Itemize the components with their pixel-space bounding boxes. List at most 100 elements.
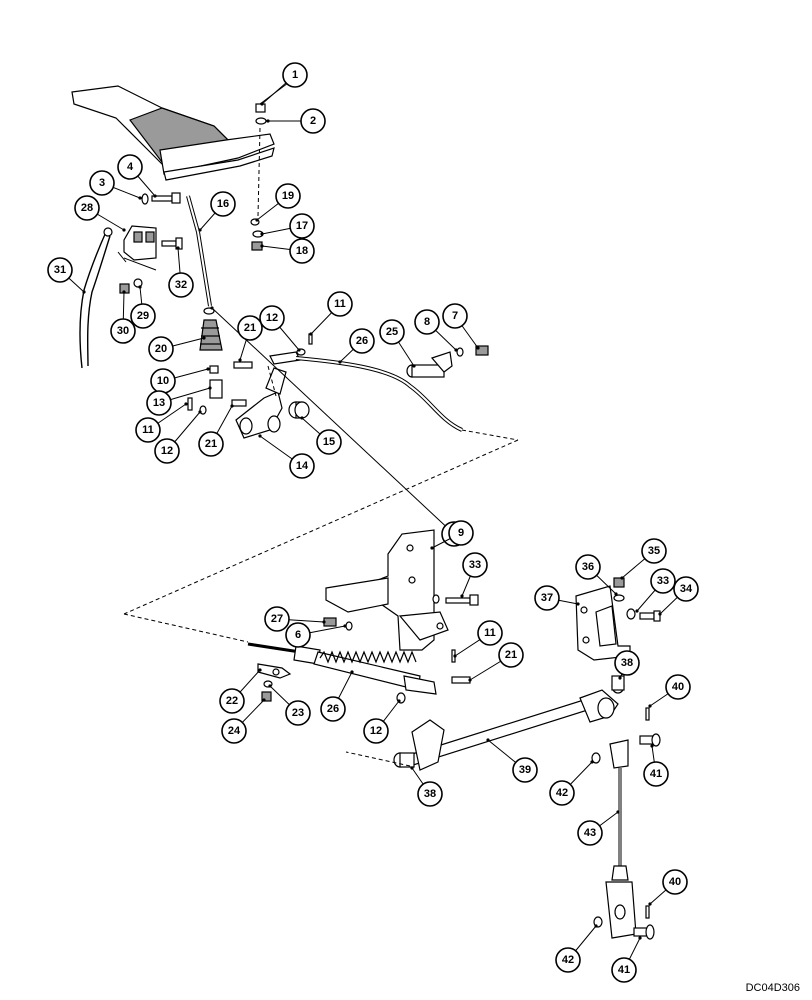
- callout-8: 8: [414, 309, 458, 352]
- leader-arrow-icon: [300, 416, 304, 420]
- callout-number: 15: [323, 436, 335, 448]
- callout-19: 19: [255, 183, 301, 222]
- callout-42: 42: [555, 924, 598, 973]
- leader-arrow-icon: [297, 348, 301, 352]
- leader-arrow-icon: [460, 594, 464, 598]
- callout-33: 33: [460, 552, 488, 598]
- callout-number: 42: [562, 954, 574, 966]
- callout-10: 10: [150, 367, 210, 394]
- callout-number: 22: [226, 695, 238, 707]
- callout-circle: [285, 622, 311, 648]
- callout-circle: [363, 718, 389, 744]
- callout-number: 16: [217, 198, 229, 210]
- callout-circle: [146, 390, 172, 416]
- callout-circle: [47, 257, 73, 283]
- leader-arrow-icon: [208, 386, 212, 390]
- leader-arrow-icon: [430, 546, 434, 550]
- callout-25: 25: [379, 319, 416, 368]
- callout-number: 25: [386, 326, 398, 338]
- leader-arrow-icon: [618, 676, 622, 680]
- clevis-pin-part-21-b: [231, 399, 247, 407]
- callout-40: 40: [648, 869, 688, 906]
- callout-number: 19: [282, 190, 294, 202]
- callout-number: 21: [244, 322, 256, 334]
- callout-13: 13: [146, 386, 212, 416]
- callout-circle: [210, 191, 236, 217]
- callout-circle: [575, 554, 601, 580]
- callout-number: 21: [505, 649, 517, 661]
- drawing-reference-code: DC04D306: [745, 982, 800, 994]
- callout-leader: [211, 307, 455, 535]
- callout-circle: [168, 272, 194, 298]
- callout-circle: [221, 718, 247, 744]
- wire-terminal-icon: [103, 227, 113, 237]
- leader-arrow-icon: [594, 924, 598, 928]
- leader-arrow-icon: [258, 434, 262, 438]
- callout-number: 21: [205, 438, 217, 450]
- callout-number: 4: [127, 161, 134, 173]
- leader-arrow-icon: [322, 620, 326, 624]
- split-pin-part-11-upper: [187, 397, 193, 411]
- callout-22: 22: [219, 668, 262, 714]
- leader-arrow-icon: [338, 360, 342, 364]
- wire-harness-part-31: [79, 231, 111, 369]
- callout-circle: [555, 947, 581, 973]
- clevis-rod-part-43: [605, 739, 637, 939]
- callout-number: 36: [582, 561, 594, 573]
- callout-circle: [327, 291, 353, 317]
- callout-circle: [448, 520, 474, 546]
- washer-part-36: [613, 594, 625, 602]
- callout-circle: [534, 585, 560, 611]
- bolt-part-34: [639, 610, 661, 622]
- leader-arrow-icon: [138, 196, 142, 200]
- callout-16: 16: [198, 191, 236, 232]
- callout-number: 34: [680, 583, 693, 595]
- callout-number: 42: [556, 787, 568, 799]
- callout-number: 2: [310, 115, 316, 127]
- callout-circle: [135, 417, 161, 443]
- screw-part-24: [261, 691, 272, 702]
- callout-number: 37: [541, 592, 553, 604]
- callout-circle: [289, 453, 315, 479]
- leader-arrow-icon: [238, 358, 242, 362]
- callout-circle: [282, 62, 308, 88]
- callout-circle: [289, 238, 315, 264]
- callout-circle: [237, 315, 263, 341]
- callout-14: 14: [258, 434, 315, 479]
- callout-circle: [117, 154, 143, 180]
- leader-arrow-icon: [453, 654, 457, 658]
- leader-arrow-icon: [343, 624, 347, 628]
- callout-43: 43: [577, 810, 620, 846]
- callout-number: 12: [161, 445, 173, 457]
- clevis-pin-part-41-upper: [639, 733, 661, 747]
- cable-clamp-part-22: [257, 663, 292, 679]
- washer-part-8: [456, 347, 464, 357]
- callout-number: 26: [327, 703, 339, 715]
- clevis-pin-part-41-lower: [633, 924, 655, 940]
- leader-arrow-icon: [176, 246, 180, 250]
- callout-circle: [442, 303, 468, 329]
- leader-arrow-icon: [412, 364, 416, 368]
- callout-21: 21: [237, 315, 263, 362]
- callout-2: 2: [266, 108, 326, 134]
- callout-38: 38: [614, 650, 640, 680]
- leader-arrow-icon: [476, 346, 480, 350]
- callout-17: 17: [260, 213, 315, 239]
- leader-arrow-icon: [648, 704, 652, 708]
- callout-number: 3: [99, 177, 105, 189]
- split-pin-part-40-lower: [645, 905, 650, 919]
- callout-number: 6: [295, 629, 301, 641]
- callout-42: 42: [549, 760, 594, 806]
- leader-arrow-icon: [454, 348, 458, 352]
- callout-number: 31: [54, 264, 66, 276]
- callout-circle: [89, 170, 115, 196]
- callout-circle: [300, 108, 326, 134]
- leader-arrow-icon: [122, 290, 126, 294]
- callout-number: 40: [672, 681, 684, 693]
- callout-7: 7: [442, 303, 480, 350]
- split-pin-part-40-upper: [645, 707, 650, 721]
- bolt-part-4: [151, 192, 181, 204]
- leader-arrow-icon: [635, 609, 639, 613]
- callout-number: 38: [424, 788, 436, 800]
- leader-arrow-icon: [260, 232, 264, 236]
